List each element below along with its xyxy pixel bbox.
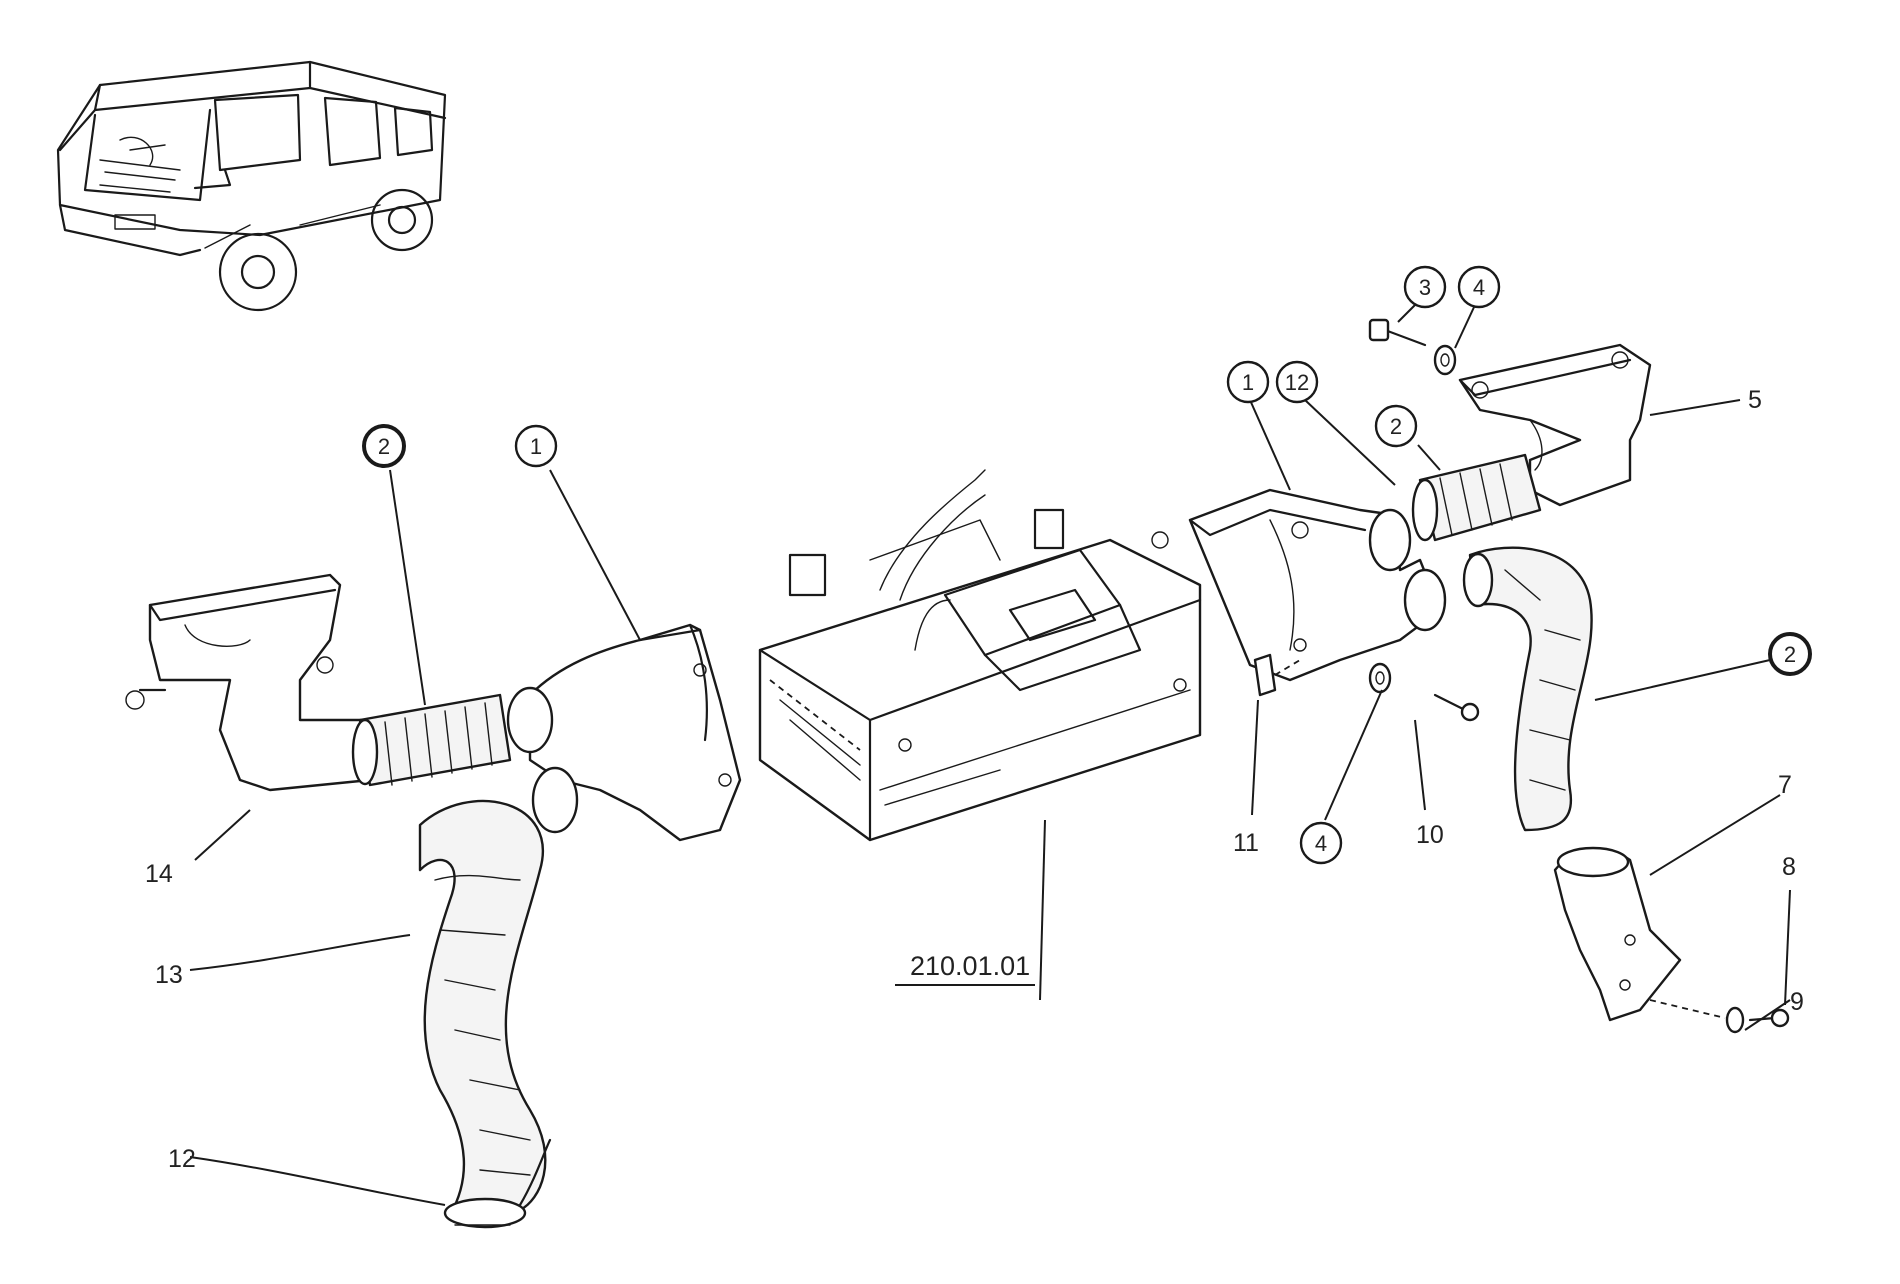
callout-c12-left: 12 xyxy=(168,1145,196,1173)
duct-icon xyxy=(506,623,742,842)
callout-c9: 9 xyxy=(1790,988,1804,1016)
hose-icon xyxy=(1462,546,1593,832)
dashed-guide xyxy=(1649,999,1726,1019)
svg-text:12: 12 xyxy=(1285,370,1309,395)
svg-text:12: 12 xyxy=(168,1145,196,1173)
hose-icon xyxy=(1411,453,1542,542)
callout-c2-mid: 2 xyxy=(1374,404,1418,448)
duct-icon xyxy=(1458,343,1652,507)
hose-icon xyxy=(351,693,512,787)
svg-text:5: 5 xyxy=(1748,386,1762,414)
svg-text:11: 11 xyxy=(1233,829,1259,857)
hose-icon xyxy=(418,799,552,1229)
svg-text:13: 13 xyxy=(155,961,183,989)
reference-text: 210.01.01 xyxy=(910,951,1030,981)
callout-c2-left: 2 xyxy=(362,424,406,468)
svg-text:10: 10 xyxy=(1416,821,1444,849)
duct-icon xyxy=(1553,846,1682,1022)
svg-text:3: 3 xyxy=(1419,275,1431,300)
callout-c11: 11 xyxy=(1233,829,1259,857)
svg-text:2: 2 xyxy=(1784,642,1796,667)
callout-c2-right: 2 xyxy=(1768,632,1812,676)
svg-text:8: 8 xyxy=(1782,853,1796,881)
callout-c14: 14 xyxy=(145,860,173,888)
svg-text:2: 2 xyxy=(1390,414,1402,439)
washer-icon xyxy=(1368,344,1745,1034)
leader-lines xyxy=(189,304,1791,1206)
reference-label: 210.01.01 xyxy=(895,951,1035,986)
svg-text:7: 7 xyxy=(1778,771,1792,799)
vehicle-thumbnail-icon xyxy=(56,60,447,312)
duct-icon xyxy=(1188,488,1447,682)
heater-box-icon xyxy=(758,469,1202,842)
svg-text:4: 4 xyxy=(1315,831,1327,856)
svg-text:1: 1 xyxy=(1242,370,1254,395)
svg-text:9: 9 xyxy=(1790,988,1804,1016)
callout-c1-right: 1 xyxy=(1226,360,1270,404)
callout-c5: 5 xyxy=(1748,386,1762,414)
callout-c4-top: 4 xyxy=(1457,265,1501,309)
screw-icon xyxy=(1368,318,1790,1028)
callout-c4-bottom: 4 xyxy=(1299,821,1343,865)
duct-icon xyxy=(125,573,372,792)
callout-c8: 8 xyxy=(1782,853,1796,881)
clip-icon xyxy=(1253,653,1301,697)
callout-c3: 3 xyxy=(1403,265,1447,309)
svg-text:14: 14 xyxy=(145,860,173,888)
callout-c10: 10 xyxy=(1416,821,1444,849)
svg-text:2: 2 xyxy=(378,434,390,459)
callout-c7: 7 xyxy=(1778,771,1792,799)
svg-text:4: 4 xyxy=(1473,275,1485,300)
svg-text:1: 1 xyxy=(530,434,542,459)
callout-c13: 13 xyxy=(155,961,183,989)
callout-c12-right: 12 xyxy=(1275,360,1319,404)
callout-c1-left: 1 xyxy=(514,424,558,468)
